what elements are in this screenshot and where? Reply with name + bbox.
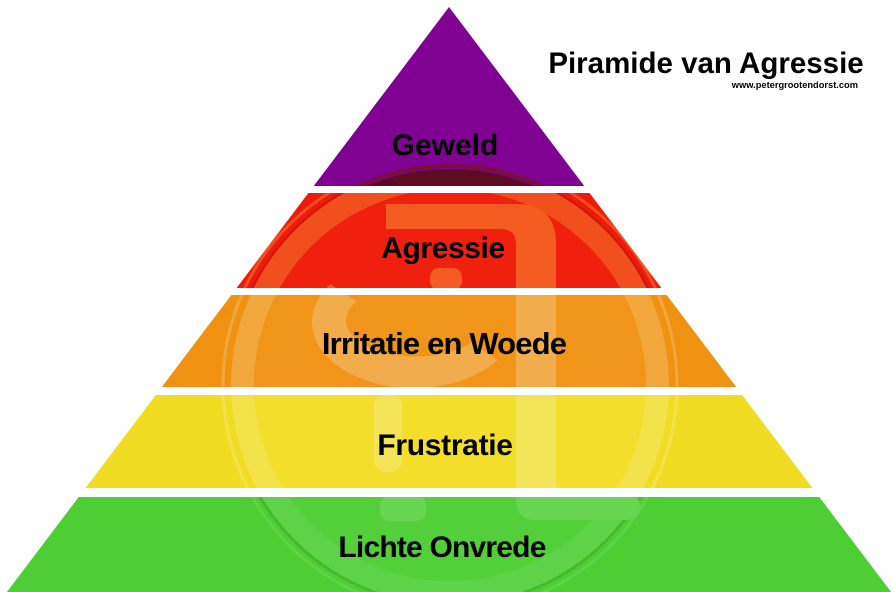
svg-text:www.petergrootendorst.com: www.petergrootendorst.com [731,80,858,90]
svg-text:Frustratie: Frustratie [377,429,512,462]
svg-text:Piramide van Agressie: Piramide van Agressie [548,47,863,80]
svg-text:Geweld: Geweld [392,129,499,162]
svg-text:Lichte Onvrede: Lichte Onvrede [338,531,545,564]
svg-text:Agressie: Agressie [381,232,505,265]
svg-text:Irritatie en Woede: Irritatie en Woede [322,326,567,361]
